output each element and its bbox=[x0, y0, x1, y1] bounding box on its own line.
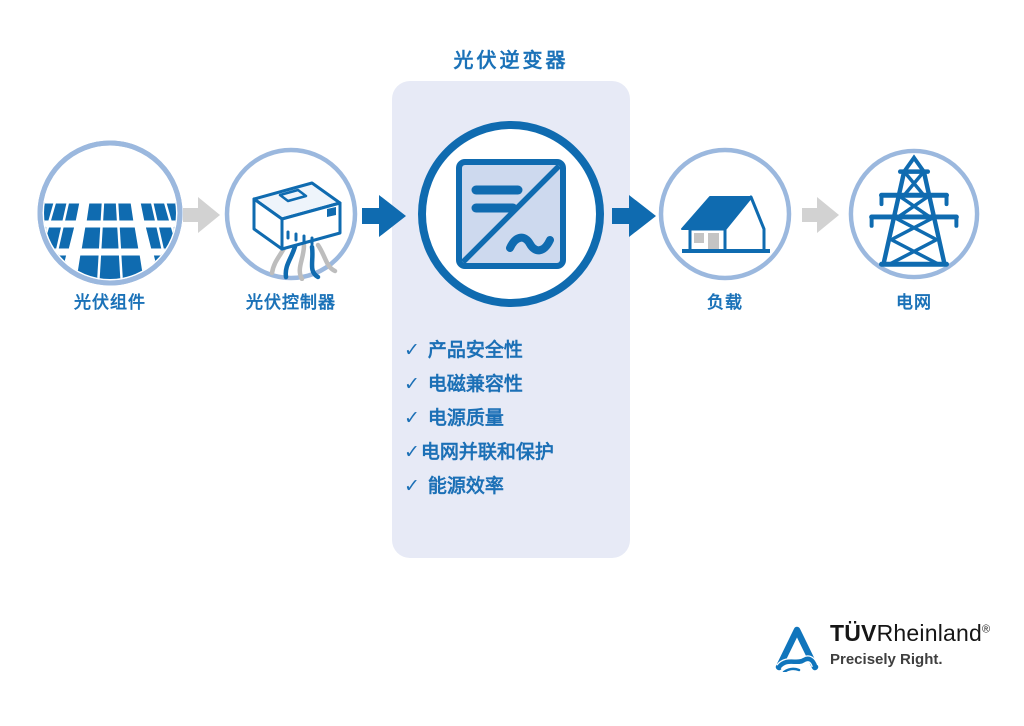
inverter-test-checklist: ✓ 产品安全性 ✓ 电磁兼容性 ✓ 电源质量 ✓ 电网并联和保护 ✓ 能源效率 bbox=[404, 335, 624, 505]
flow-node-grid-label: 电网 bbox=[896, 293, 932, 312]
checklist-item-label: 电源质量 bbox=[427, 408, 504, 429]
flow-node-grid bbox=[846, 146, 982, 282]
flow-arrow-3 bbox=[612, 192, 658, 240]
flow-node-pv-modules-label: 光伏组件 bbox=[74, 293, 146, 312]
flow-arrow-1 bbox=[183, 195, 221, 235]
checklist-item: ✓ 能源效率 bbox=[404, 471, 624, 505]
logo-tagline: Precisely Right. bbox=[830, 651, 943, 668]
checklist-item: ✓ 电磁兼容性 bbox=[404, 369, 624, 403]
arrow-right-icon bbox=[802, 197, 839, 233]
checklist-item: ✓ 电源质量 bbox=[404, 403, 624, 437]
check-icon: ✓ bbox=[404, 340, 420, 361]
registered-mark: ® bbox=[982, 623, 991, 636]
checklist-item-label: 能源效率 bbox=[427, 476, 504, 497]
checklist-item-label: 电网并联和保护 bbox=[420, 442, 554, 463]
checklist-item-label: 产品安全性 bbox=[427, 340, 523, 361]
flow-node-pv-controller bbox=[224, 147, 358, 281]
flow-node-pv-controller-label: 光伏控制器 bbox=[246, 293, 336, 312]
check-icon: ✓ bbox=[404, 408, 420, 429]
arrow-right-icon bbox=[612, 195, 656, 237]
check-icon: ✓ bbox=[404, 476, 420, 497]
flow-node-pv-inverter bbox=[414, 117, 608, 311]
flow-arrow-4 bbox=[802, 195, 840, 235]
inverter-title: 光伏逆变器 bbox=[453, 50, 569, 72]
arrow-right-icon bbox=[183, 197, 220, 233]
house-icon bbox=[658, 147, 792, 281]
arrow-right-icon bbox=[362, 195, 406, 237]
checklist-item: ✓ 电网并联和保护 bbox=[404, 437, 624, 471]
flow-node-pv-modules bbox=[37, 140, 183, 286]
check-icon: ✓ bbox=[404, 442, 420, 463]
power-pylon-icon bbox=[848, 148, 980, 280]
flow-node-load-label: 负载 bbox=[707, 293, 743, 312]
controller-box-icon bbox=[224, 147, 358, 281]
inverter-icon bbox=[418, 121, 604, 307]
checklist-item-label: 电磁兼容性 bbox=[427, 374, 523, 395]
solar-panels-icon bbox=[37, 140, 183, 286]
check-icon: ✓ bbox=[404, 374, 420, 395]
tuv-rheinland-logo: TÜVRheinland® Precisely Right. bbox=[772, 620, 990, 672]
flow-arrow-2 bbox=[362, 192, 408, 240]
logo-brand-text: TÜVRheinland® bbox=[830, 620, 991, 646]
tuv-triangle-icon bbox=[775, 626, 819, 672]
checklist-item: ✓ 产品安全性 bbox=[404, 335, 624, 369]
flow-node-load bbox=[658, 147, 792, 281]
